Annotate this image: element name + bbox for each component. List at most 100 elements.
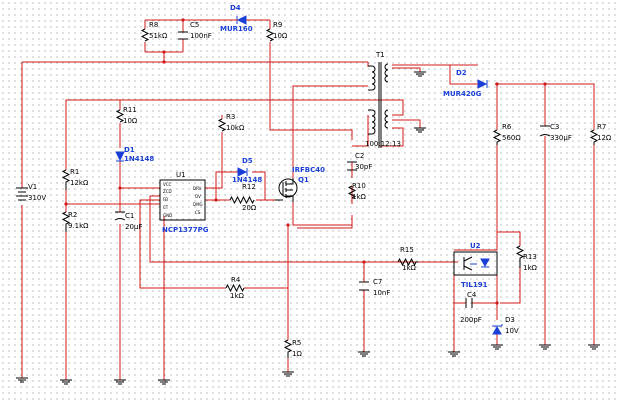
r9-value: 10Ω: [273, 32, 288, 40]
resistor-r10[interactable]: R10 1kΩ: [347, 182, 367, 201]
q1-ref: Q1: [298, 176, 309, 184]
r3-value: 10kΩ: [226, 124, 245, 132]
u1-pin-cs: CS: [195, 210, 201, 215]
c5-ref: C5: [190, 21, 199, 29]
capacitor-c7[interactable]: C7 10nF: [359, 278, 390, 297]
c4-value: 200pF: [460, 316, 482, 324]
resistor-r7[interactable]: R7 12Ω: [589, 123, 612, 145]
d2-ref: D2: [456, 69, 467, 77]
c7-ref: C7: [373, 278, 382, 286]
u1-pin-ov: OV: [195, 194, 201, 199]
resistor-r5[interactable]: R5 1Ω: [283, 339, 302, 358]
c1-value: 20µF: [125, 223, 142, 231]
d1-value: 1N4148: [124, 155, 154, 163]
r8-value: 51kΩ: [149, 32, 168, 40]
r10-ref: R10: [352, 182, 366, 190]
optocoupler-u2[interactable]: U2 TIL191: [453, 242, 498, 289]
r12-ref: R12: [242, 183, 256, 191]
resistor-r13[interactable]: R13 1kΩ: [515, 245, 538, 272]
r15-ref: R15: [400, 246, 414, 254]
r10-value: 1kΩ: [352, 193, 367, 201]
r7-ref: R7: [597, 123, 606, 131]
r7-value: 12Ω: [597, 134, 612, 142]
junction-dots: [64, 18, 547, 305]
resistor-r15[interactable]: R15 1kΩ: [397, 246, 418, 272]
u2-value: TIL191: [461, 281, 488, 289]
u1-pin-zcd: ZCD: [163, 189, 172, 194]
c4-ref: C4: [467, 291, 477, 299]
resistor-r12[interactable]: R12 20Ω: [229, 183, 257, 212]
diode-d2[interactable]: D2 MUR420G: [443, 65, 488, 98]
capacitor-c2[interactable]: C2 30pF: [347, 152, 372, 178]
r13-ref: R13: [523, 253, 537, 261]
capacitor-c3[interactable]: C3 330µF: [539, 123, 572, 142]
r11-value: 10Ω: [123, 117, 138, 125]
diode-d1[interactable]: D1 1N4148: [115, 146, 154, 163]
resistor-r4[interactable]: R4 1kΩ: [225, 276, 245, 300]
v1-ref: V1: [28, 183, 37, 191]
r11-ref: R11: [123, 106, 137, 114]
c2-ref: C2: [355, 152, 364, 160]
resistor-r8[interactable]: R8 51kΩ: [140, 21, 168, 42]
d1-ref: D1: [124, 146, 135, 154]
c7-value: 10nF: [373, 289, 390, 297]
u1-ref: U1: [176, 171, 186, 179]
u1-pin-ct: CT: [163, 205, 169, 210]
d3-value: 10V: [505, 327, 519, 335]
zener-d3[interactable]: D3 10V: [492, 316, 519, 335]
q1-value: IRFBC40: [292, 166, 325, 174]
u1-value: NCP1377PG: [162, 226, 209, 234]
wires: [21, 19, 595, 380]
capacitor-c4[interactable]: C4 200pF: [460, 291, 482, 324]
r8-ref: R8: [149, 21, 158, 29]
u1-pin-dmg: DMG: [193, 202, 203, 207]
r3-ref: R3: [226, 113, 235, 121]
resistor-r3[interactable]: R3 10kΩ: [217, 113, 245, 132]
source-v1[interactable]: V1 310V: [16, 183, 46, 202]
r6-ref: R6: [502, 123, 512, 131]
resistor-r11[interactable]: R11 10Ω: [115, 106, 138, 125]
mosfet-q1[interactable]: IRFBC40 Q1: [275, 166, 325, 202]
c3-value: 330µF: [550, 134, 572, 142]
resistor-r9[interactable]: R9 10Ω: [265, 21, 288, 42]
resistor-r6[interactable]: R6 560Ω: [492, 123, 521, 145]
r2-ref: R2: [68, 211, 77, 219]
capacitor-c5[interactable]: C5 100nF: [178, 21, 212, 40]
c1-ref: C1: [125, 212, 134, 220]
diode-d5[interactable]: D5 1N4148: [232, 157, 262, 184]
r1-value: 12kΩ: [70, 179, 89, 187]
v1-value: 310V: [28, 194, 46, 202]
r15-value: 1kΩ: [402, 264, 417, 272]
resistor-r2[interactable]: R2 9.1kΩ: [61, 211, 89, 232]
r5-value: 1Ω: [292, 350, 302, 358]
u2-ref: U2: [470, 242, 481, 250]
d3-ref: D3: [505, 316, 515, 324]
ground-symbols: [16, 71, 600, 385]
d5-value: 1N4148: [232, 176, 262, 184]
r13-value: 1kΩ: [523, 264, 538, 272]
u1-pin-fb: FB: [163, 197, 168, 202]
r12-value: 20Ω: [242, 204, 257, 212]
u1-pin-gnd: GND: [163, 213, 172, 218]
r4-value: 1kΩ: [230, 292, 245, 300]
u1-pin-drv: DRV: [193, 186, 202, 191]
resistor-r1[interactable]: R1 12kΩ: [61, 168, 89, 190]
d5-ref: D5: [242, 157, 253, 165]
c5-value: 100nF: [190, 32, 212, 40]
u1-pin-vcc: VCC: [163, 182, 172, 187]
r9-ref: R9: [273, 21, 282, 29]
r5-ref: R5: [292, 339, 301, 347]
d4-ref: D4: [230, 4, 241, 12]
ic-u1[interactable]: U1 NCP1377PG VCC ZCD FB CT GND DRV OV DM…: [159, 171, 209, 234]
r4-ref: R4: [231, 276, 241, 284]
t1-ref: T1: [375, 51, 385, 59]
d2-value: MUR420G: [443, 90, 482, 98]
capacitor-c1[interactable]: C1 20µF: [114, 211, 142, 231]
r1-ref: R1: [70, 168, 79, 176]
t1-value: 100:12:13: [365, 140, 401, 148]
r6-value: 560Ω: [502, 134, 521, 142]
c3-ref: C3: [550, 123, 559, 131]
transformer-t1[interactable]: T1 100:12:13: [365, 51, 401, 148]
diode-d4[interactable]: D4 MUR160: [220, 4, 253, 33]
